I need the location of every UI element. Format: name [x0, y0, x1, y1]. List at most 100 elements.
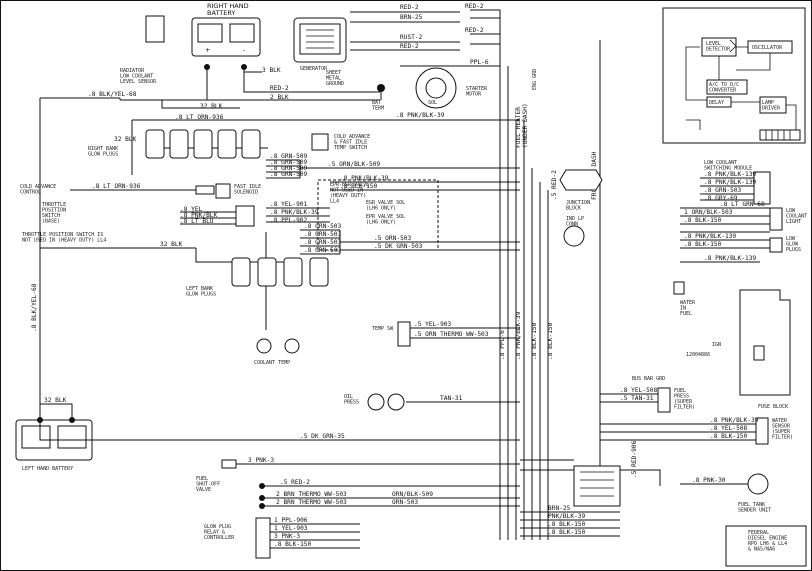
wire-red906: .5 RED-906: [631, 440, 638, 478]
wire-yel-901: .8 YEL-901: [270, 201, 308, 208]
wire-yel508: .8 YEL-508: [620, 387, 658, 394]
wire-red2-c: RED-2: [465, 27, 484, 34]
battery-cables: 3 BLK RED-2 2 BLK .8 BLK/YEL-68 32 BLK: [40, 67, 382, 110]
wire-grn509-a: .8 GRN-509: [270, 153, 308, 160]
wire-lt-orn-936: .8 LT ORN-936: [175, 114, 224, 121]
wire-blk-yel-68-b: .8 BLK/YEL-68: [31, 283, 38, 332]
wire-pnk-blk-39-d: PNK/BLK-39: [548, 513, 586, 520]
bottom-connector: .5 RED-906 BRN-25 PNK/BLK-39 .8 BLK-150 …: [520, 440, 661, 537]
eng-grd-label: ENG GRD: [532, 69, 538, 90]
wire-red2-vert: .5 RED-2: [551, 170, 558, 200]
wire-ppl-902: .8 PPL-902: [270, 217, 308, 224]
wire-yel: .8 YEL: [180, 206, 203, 213]
wire-pnk-blk-139-d: .8 PNK/BLK-139: [704, 255, 756, 262]
left-battery-label: LEFT HAND BATTERY: [22, 466, 73, 472]
wire-rust2: RUST-2: [400, 34, 423, 41]
dk-grn-35-wire: .5 DK GRN-35: [39, 420, 520, 441]
wire-lt-blu: .8 LT BLU: [180, 218, 214, 225]
wire-pnk-blk-39-e: .8 PNK/BLK-39: [710, 417, 759, 424]
left-hand-battery: LEFT HAND BATTERY 32 BLK: [15, 397, 93, 472]
wire-yel903-b: 1 YEL-903: [274, 525, 308, 532]
wire-blk150-a: .8 BLK-150: [340, 183, 378, 190]
wire-blk150-b: .8 BLK-150: [274, 541, 312, 548]
wire-yel903: .5 YEL-903: [414, 321, 452, 328]
oscillator-label: OSCILLATOR: [752, 45, 783, 51]
wire-brn-thermo-a: 2 BRN THERMO WW-503: [276, 491, 347, 498]
wire-grn509-b: .8 GRN-509: [270, 159, 308, 166]
glow-plug-relay: .5 RED-2 2 BRN THERMO WW-503 2 BRN THERM…: [204, 479, 520, 559]
wire-blk150-e: .8 BLK-150: [710, 433, 748, 440]
wire-grn503-d: .8 GRN-503: [304, 247, 342, 254]
wire-orn-blk-509-b: ORN/BLK-509: [392, 491, 433, 498]
ign-part-label: 12004886: [686, 352, 710, 358]
egr-valve-sol-label: EGR VALVE SOL(LH6 ONLY): [366, 200, 405, 212]
epr-valve-sol-label: EPR VALVE SOL(LH6 ONLY): [366, 214, 405, 226]
wire-pnk-blk-139-c: .8 PNK/BLK-139: [684, 233, 736, 240]
svg-text:-: -: [243, 46, 246, 54]
wire-lt-grn-68: .8 LT GRN-68: [720, 201, 765, 208]
wire-blk150-d: .8 BLK-150: [548, 529, 586, 536]
wire-32blk-b: 32 BLK: [114, 136, 137, 143]
wire-red2-fuel: .5 RED-2: [280, 479, 310, 486]
wire-pnk3-b: 3 PNK-3: [274, 533, 300, 540]
top-wires: RED-2 BRN-25 RUST-2 RED-2 RED-2 RED-2 PP…: [350, 3, 500, 67]
wire-pnk-blk-139-b: .8 PNK/BLK-139: [704, 179, 756, 186]
grn503-wires: .8 GRN-503 .8 GRN-503 .8 GRN-503 .8 GRN-…: [265, 223, 520, 330]
wire-2blk: 2 BLK: [270, 94, 289, 101]
wire-vert-b: .8 PNK/BLK-39: [515, 311, 522, 360]
delay-label: DELAY: [709, 100, 724, 106]
wire-blk150-c: .8 BLK-150: [548, 521, 586, 528]
wire-32blk-d: 32 BLK: [44, 397, 67, 404]
wire-grn503-e: .8 GRN-503: [704, 187, 742, 194]
wire-grn503-c: .8 GRN-503: [304, 239, 342, 246]
wire-tan31-b: .5 TAN-31: [620, 395, 654, 402]
wire-red2-b: RED-2: [465, 3, 484, 10]
wire-red2-left: RED-2: [270, 85, 289, 92]
wire-pnk-blk-39-b: .8 PNK/BLK-39: [340, 175, 389, 182]
wire-brn25: BRN-25: [400, 14, 423, 21]
wire-vert-a: .8 PPL-6: [499, 330, 506, 360]
wire-grn509-d: .8 GRN-509: [270, 171, 308, 178]
wire-brn-thermo-b: 2 BRN THERMO WW-503: [276, 499, 347, 506]
wire-grn503-a: .8 GRN-503: [304, 223, 342, 230]
wire-pnk-blk-39: .8 PNK/BLK-39: [396, 112, 445, 119]
left-vertical-wire: .8 BLK/YEL-68: [31, 98, 41, 420]
wire-yel508-b: .8 YEL-508: [710, 425, 748, 432]
grn509-wires: .8 GRN-509 .8 GRN-509 .8 GRN-509 .8 GRN-…: [266, 153, 520, 191]
wire-ppl6: PPL-6: [470, 59, 489, 66]
wire-red2-a: RED-2: [400, 43, 419, 50]
